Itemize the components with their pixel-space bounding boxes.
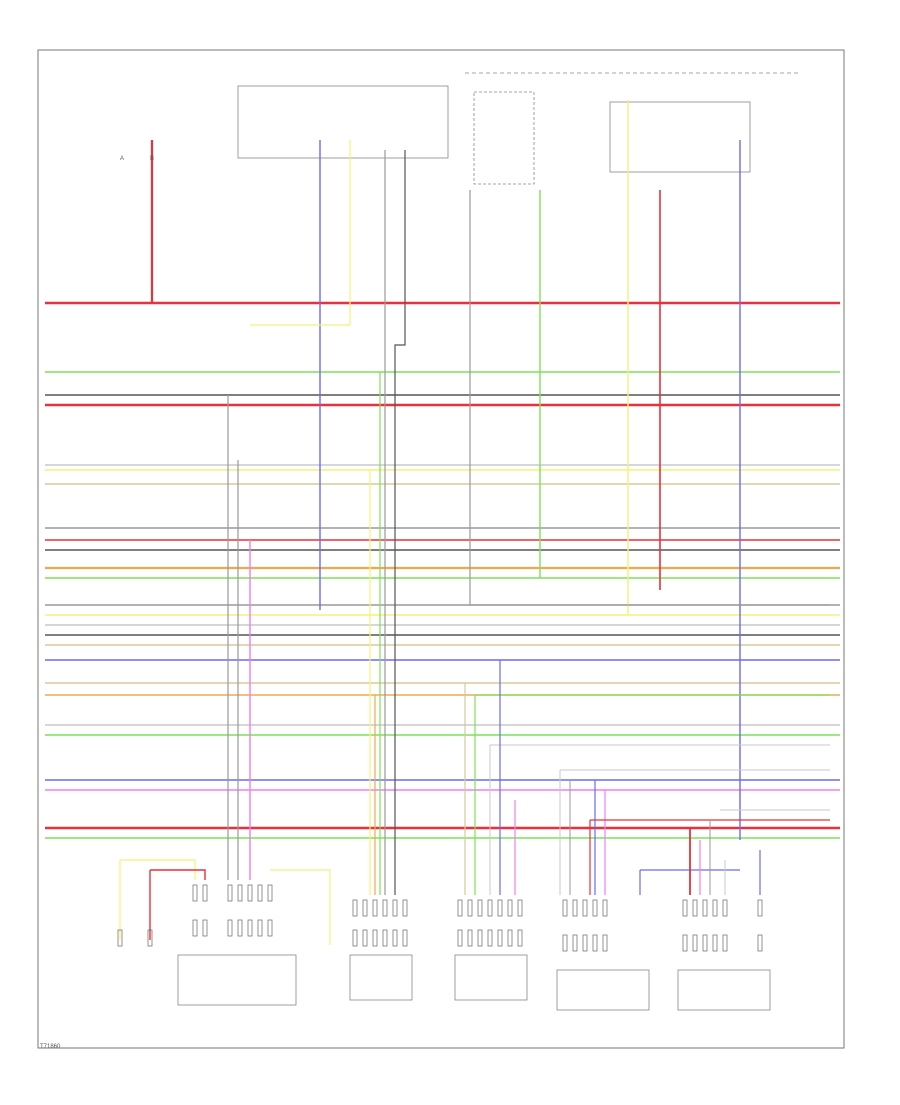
connector-pin — [382, 929, 388, 947]
connector-pin — [392, 929, 398, 947]
connector-pin — [477, 899, 483, 917]
connector-pin — [237, 919, 243, 937]
connector-pin — [402, 929, 408, 947]
connector-pin — [572, 934, 578, 952]
connector-pin — [202, 919, 208, 937]
connector-pin — [257, 884, 263, 902]
connector-pin — [147, 929, 153, 947]
connector-pin — [722, 899, 728, 917]
fuse-box — [473, 91, 535, 185]
connector-pin — [457, 899, 463, 917]
connector-pin — [477, 929, 483, 947]
connectors — [117, 884, 763, 952]
connector-pin — [712, 899, 718, 917]
connector-pin — [202, 884, 208, 902]
coolant-module-box — [177, 954, 297, 1006]
connector-pin — [362, 929, 368, 947]
connector-pin — [602, 934, 608, 952]
connector-pin — [562, 934, 568, 952]
connector-pin — [247, 919, 253, 937]
connector-pin — [757, 934, 763, 952]
connector-pin — [582, 899, 588, 917]
connector-pin — [487, 929, 493, 947]
connector-pin — [382, 899, 388, 917]
wire-black-vertical — [394, 150, 406, 895]
sensor-box-2 — [454, 954, 528, 1001]
connector-pin — [497, 899, 503, 917]
sensor-box-3 — [556, 969, 650, 1011]
connector-pin — [712, 934, 718, 952]
connector-pin — [392, 899, 398, 917]
connector-pin — [702, 934, 708, 952]
connector-pin — [227, 884, 233, 902]
wire-red-bottom-left-2 — [150, 869, 206, 880]
connector-pin — [192, 884, 198, 902]
connector-pin — [602, 899, 608, 917]
connector-pin — [592, 899, 598, 917]
connector-pin — [362, 899, 368, 917]
connector-pin — [702, 899, 708, 917]
connector-pin — [247, 884, 253, 902]
connector-pin — [507, 899, 513, 917]
connector-pin — [267, 884, 273, 902]
relay-box — [609, 101, 751, 173]
wire-gray-loop — [469, 190, 830, 606]
connector-pin — [497, 929, 503, 947]
connector-pin — [517, 899, 523, 917]
connector-pin — [592, 934, 598, 952]
diagram-frame — [37, 49, 845, 1049]
connector-pin — [572, 899, 578, 917]
connector-pin — [507, 929, 513, 947]
sensor-box-4 — [677, 969, 771, 1011]
connector-pin — [757, 899, 763, 917]
connector-pin — [237, 884, 243, 902]
connector-pin — [267, 919, 273, 937]
connector-pin — [372, 929, 378, 947]
connector-pin — [582, 934, 588, 952]
wire-yellow-vertical — [250, 140, 351, 326]
wire-yellow-bottom-left-2 — [120, 859, 196, 880]
wires — [45, 100, 840, 945]
connector-pin — [467, 899, 473, 917]
connector-pin — [457, 929, 463, 947]
connector-pin — [117, 929, 123, 947]
connector-pin — [257, 919, 263, 937]
footer-code: T71860 — [40, 1044, 61, 1050]
bottom-components — [177, 954, 771, 1011]
connector-pin — [227, 919, 233, 937]
connector-pin — [402, 899, 408, 917]
connector-pin — [487, 899, 493, 917]
top-components — [237, 72, 800, 185]
pin-label-a: A — [120, 156, 124, 162]
control-module-box — [237, 85, 449, 159]
connector-pin — [352, 899, 358, 917]
connector-pin — [682, 934, 688, 952]
connector-pin — [692, 899, 698, 917]
connector-pin — [722, 934, 728, 952]
connector-pin — [692, 934, 698, 952]
connector-pin — [467, 929, 473, 947]
pin-label-b: B — [150, 156, 154, 162]
connector-pin — [682, 899, 688, 917]
connector-pin — [192, 919, 198, 937]
connector-pin — [352, 929, 358, 947]
sensor-box-1 — [349, 954, 413, 1001]
connector-pin — [517, 929, 523, 947]
connector-pin — [372, 899, 378, 917]
connector-pin — [562, 899, 568, 917]
wire-yellow-bottom-right — [270, 869, 331, 945]
